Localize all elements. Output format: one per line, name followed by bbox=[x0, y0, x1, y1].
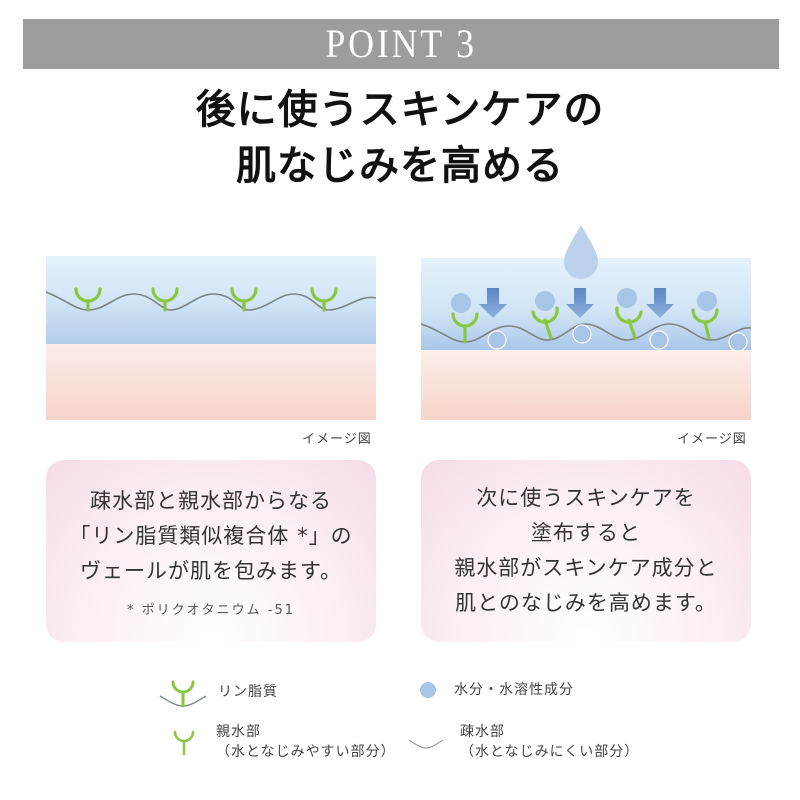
point-banner: POINT 3 bbox=[23, 19, 779, 69]
skin-layer bbox=[46, 344, 376, 420]
legend-phospholipid: リン脂質 bbox=[158, 676, 278, 708]
down-arrow-icons bbox=[479, 288, 674, 318]
footnote: * ポリクオタニウム -51 bbox=[127, 603, 295, 618]
hydrophilic-icon bbox=[173, 730, 195, 756]
legend-label: 疎水部 bbox=[460, 724, 505, 740]
diagram-caption-before: イメージ図 bbox=[302, 432, 372, 447]
card-line: 肌とのなじみを高めます。 bbox=[455, 591, 717, 615]
water-particles-absorbed bbox=[487, 324, 748, 352]
legend-hydrophobic: 疎水部 （水となじみにくい部分） bbox=[408, 722, 639, 762]
headline-line-2: 肌なじみを高める bbox=[236, 143, 564, 189]
legend-hydrophilic: 親水部 （水となじみやすい部分） bbox=[172, 722, 396, 762]
card-line: 親水部がスキンケア成分と bbox=[454, 556, 718, 580]
hydrophobic-icon bbox=[408, 739, 444, 749]
hydrophobic-wave bbox=[46, 291, 376, 311]
legend-label: 親水部 bbox=[216, 724, 261, 740]
card-line: 塗布すると bbox=[531, 521, 641, 545]
legend-label: 水分・水溶性成分 bbox=[454, 682, 574, 698]
card-line: 「リン脂質類似複合体 *」の bbox=[69, 524, 353, 548]
hydrophobic-wave bbox=[421, 323, 751, 343]
lipid-group bbox=[451, 306, 719, 344]
water-drop-icon bbox=[564, 225, 598, 279]
water-dot-icon bbox=[420, 682, 436, 698]
card-line: ヴェールが肌を包みます。 bbox=[80, 559, 342, 583]
legend-sublabel: （水となじみやすい部分） bbox=[216, 744, 396, 760]
water-particles bbox=[451, 288, 717, 313]
phospholipid-icon bbox=[159, 680, 207, 708]
diagram-after bbox=[421, 225, 751, 420]
card-line: 次に使うスキンケアを bbox=[476, 486, 696, 510]
headline-line-1: 後に使うスキンケアの bbox=[195, 87, 605, 133]
legend-label: リン脂質 bbox=[218, 684, 278, 700]
legend-sublabel: （水となじみにくい部分） bbox=[460, 744, 640, 760]
description-card-after: 次に使うスキンケアを 塗布すると 親水部がスキンケア成分と 肌とのなじみを高めま… bbox=[421, 460, 751, 642]
diagram-caption-after: イメージ図 bbox=[677, 432, 747, 447]
point-label: POINT 3 bbox=[325, 21, 477, 66]
skin-layer bbox=[421, 350, 751, 420]
card-line: 疎水部と親水部からなる bbox=[90, 489, 332, 513]
diagram-before bbox=[46, 256, 376, 420]
lipid-group bbox=[74, 287, 338, 312]
headline: 後に使うスキンケアの 肌なじみを高める bbox=[0, 82, 800, 194]
description-card-before: 疎水部と親水部からなる 「リン脂質類似複合体 *」の ヴェールが肌を包みます。 … bbox=[46, 460, 376, 642]
legend-water: 水分・水溶性成分 bbox=[418, 680, 574, 700]
